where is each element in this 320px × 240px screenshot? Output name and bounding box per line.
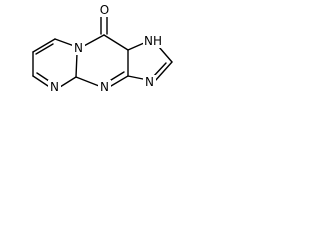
atom-label-oxygen: O — [100, 3, 109, 17]
bond-c-fused-top-nh — [127, 42, 145, 51]
bond-c-imidazole-right-n-inner — [152, 62, 167, 78]
label-bg-fusion-n — [98, 80, 111, 94]
bond-nh-c-imidazole-right — [158, 46, 173, 63]
label-bg-nh — [143, 34, 163, 48]
label-bg-pyrimidine-n — [48, 80, 61, 94]
atom-label-imidazole-nh: NH — [144, 34, 162, 48]
atom-label-bridgehead-nitrogen: N — [74, 41, 83, 55]
bond-c-fused-bottom-n-fusion-inner — [110, 71, 125, 81]
bond-c-fused-bottom-n-fusion — [110, 75, 129, 87]
label-bg-imidazole-n — [143, 75, 156, 89]
bond-c-upper-left-c-left-top-inner — [35, 43, 54, 55]
atom-label-pyrimidine-nitrogen: N — [50, 80, 59, 94]
bond-c-bottom-center-n-bridgehead — [75, 52, 78, 78]
bond-n-pyrimidine-c-bottom-center — [59, 76, 77, 88]
bond-n-fusion-c-bottom-center — [75, 76, 100, 87]
bond-c-upper-left-c-left-top — [32, 38, 56, 53]
atom-label-imidazole-nitrogen: N — [145, 75, 154, 89]
bond-c-imidazole-right-n — [154, 61, 173, 82]
bond-c-left-bottom-n-pyrimidine-inner — [36, 72, 50, 82]
bond-c-carbonyl-c-fused-top — [103, 34, 129, 51]
bond-c-left-bottom-n-pyrimidine — [32, 75, 49, 87]
atom-label-ring-fusion-nitrogen: N — [100, 80, 109, 94]
label-bg-o — [98, 3, 111, 17]
bond-n-bridgehead-c-carbonyl — [81, 34, 105, 48]
chemical-structure-diagram: O N N N NH N — [32, 3, 173, 94]
label-bg-bridgehead-n — [72, 41, 85, 55]
